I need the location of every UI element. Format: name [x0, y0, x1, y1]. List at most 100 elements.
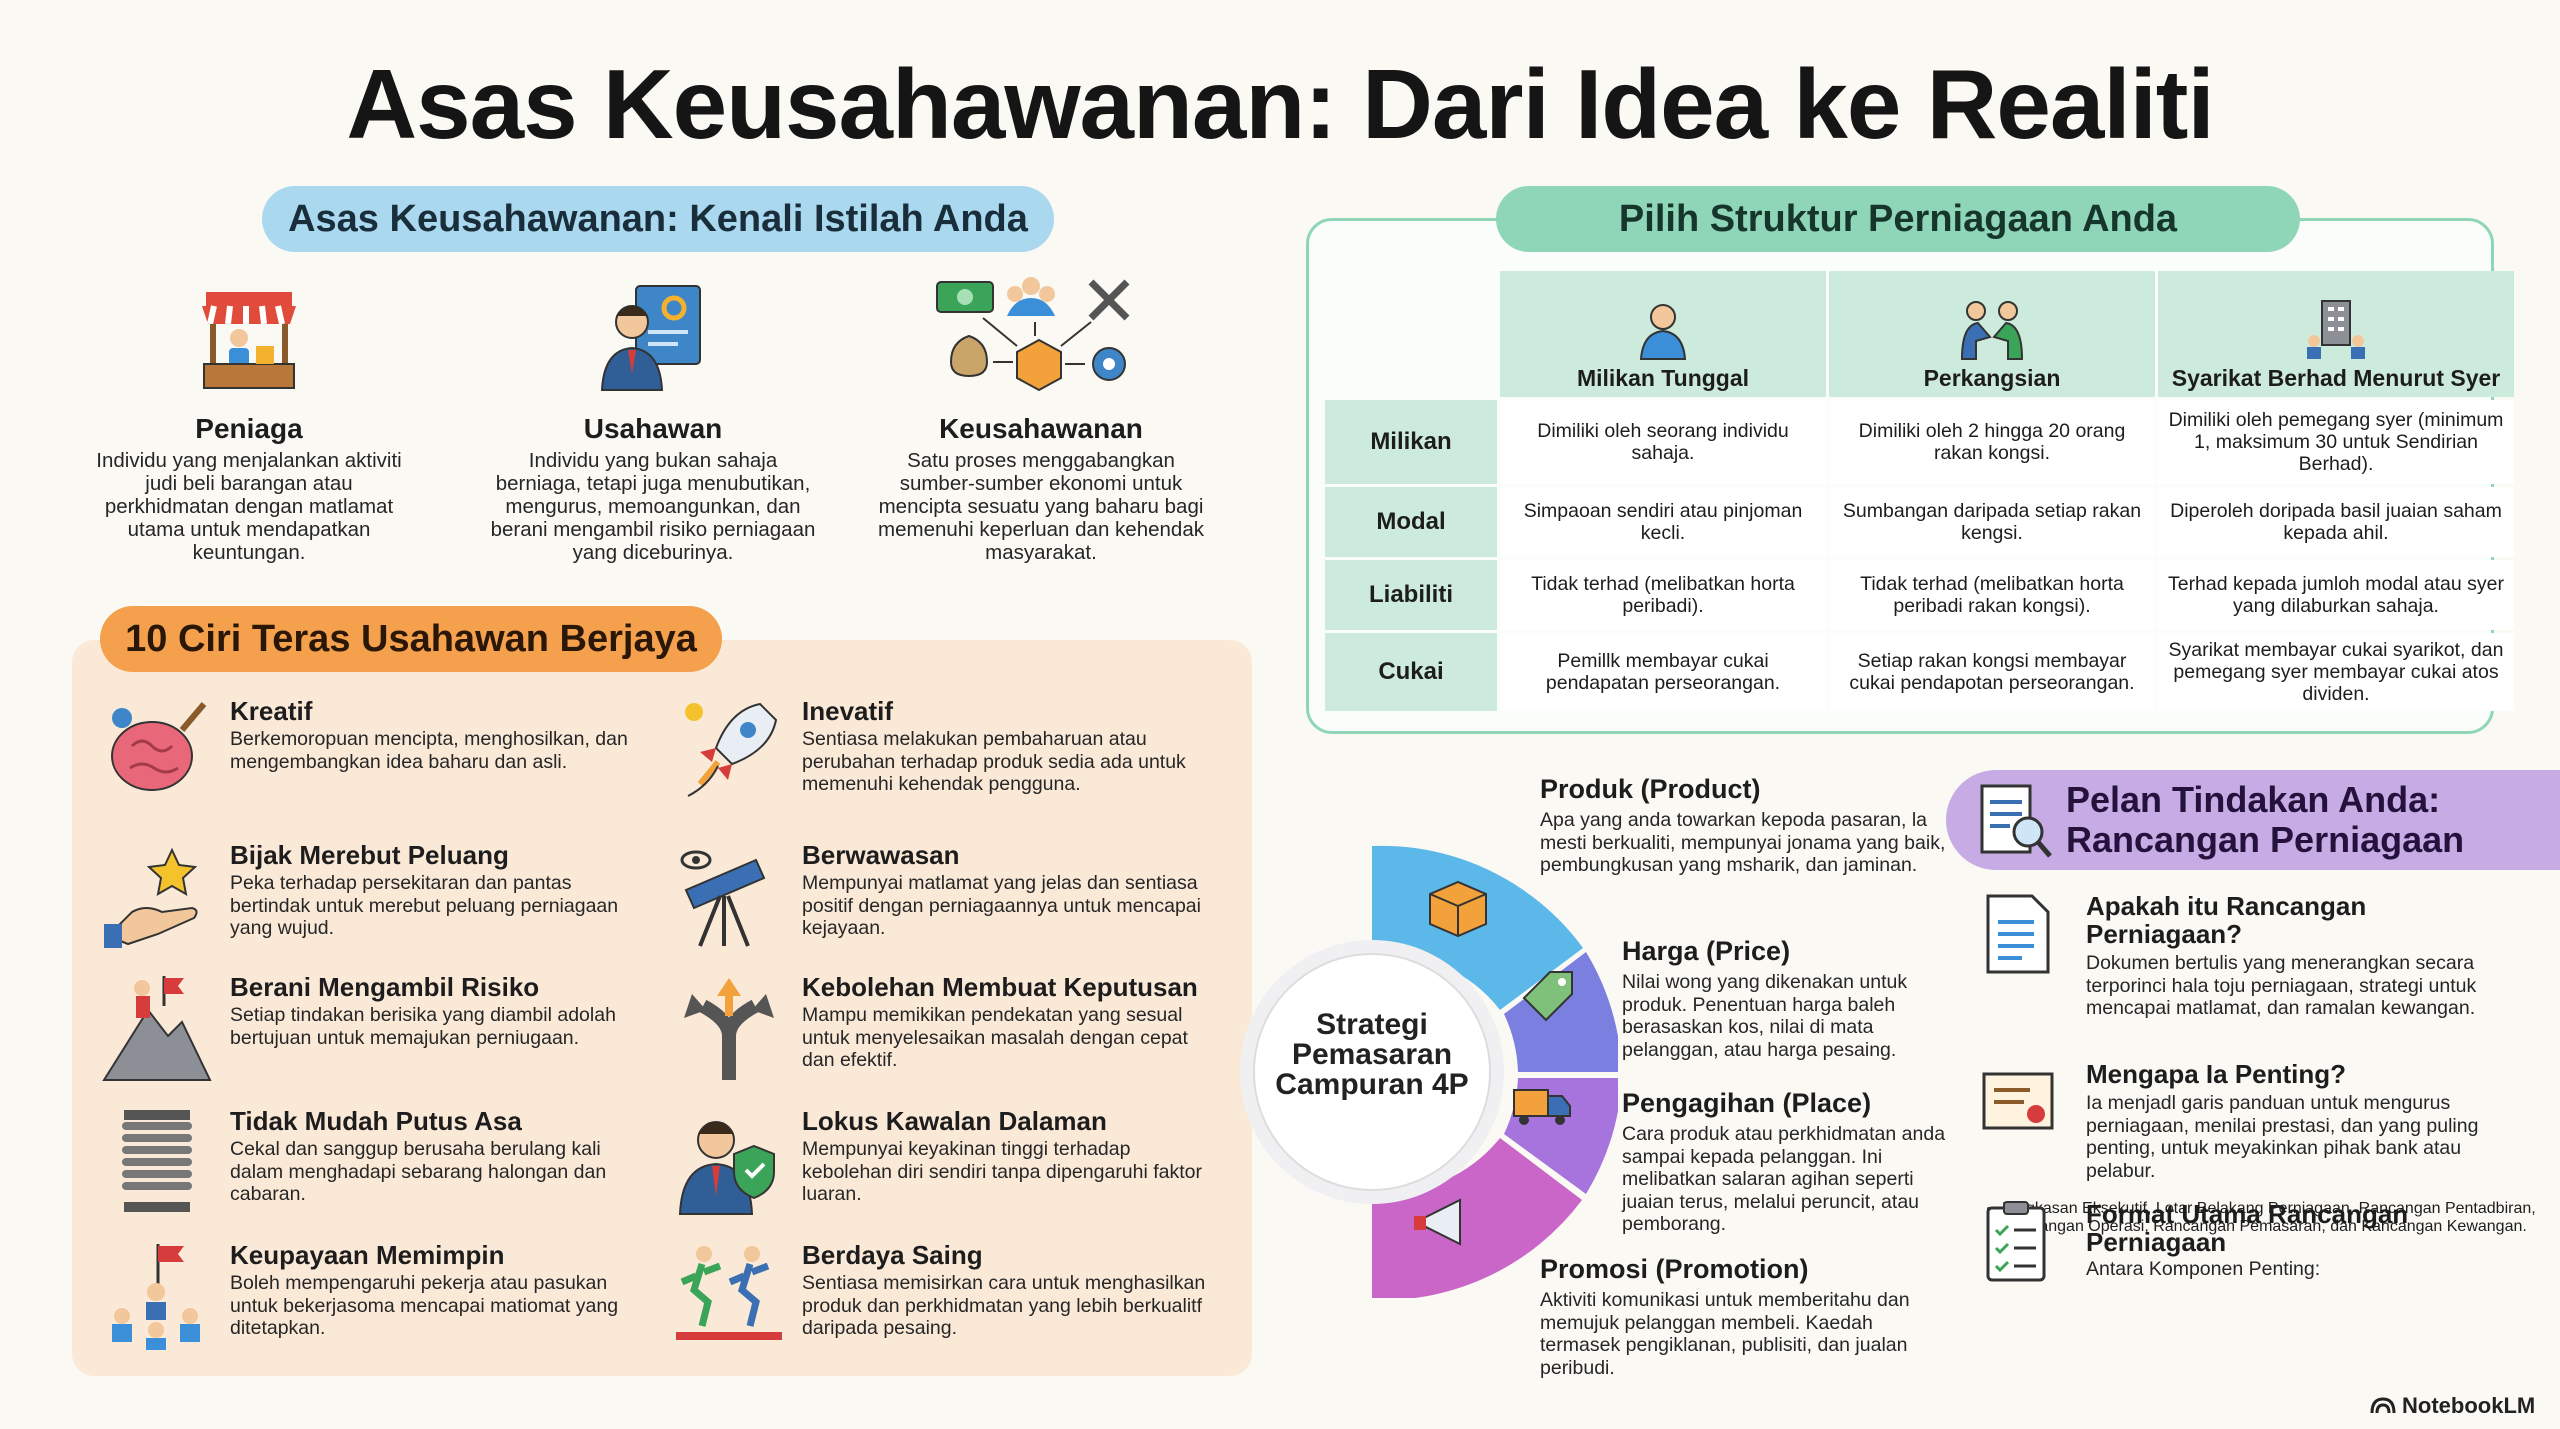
hand-star-icon	[104, 847, 198, 948]
table-cell: Setiap rakan kongsi membayar cukai penda…	[1829, 633, 2155, 711]
table-cell: Dimiliki oleh pemegang syer (minimum 1, …	[2158, 400, 2514, 484]
segment-promotion	[1372, 1138, 1582, 1298]
mix-desc: Apa yang anda towarkan kepoda pasaran, l…	[1540, 809, 1946, 876]
mix-name: Pengagihan (Place)	[1622, 1088, 1872, 1118]
trait-desc: Setiap tindakan berisika yang diambil ad…	[230, 1004, 616, 1049]
fork-arrows-icon	[684, 978, 774, 1080]
plan-item: Format Utama Rancangan Perniagaan Antara…	[1980, 1200, 2540, 1380]
person-icon	[1639, 304, 1687, 360]
table-cell: Syarikat membayar cukai syarikot, dan pe…	[2158, 633, 2514, 711]
column-header: Perkangsian	[1829, 271, 2155, 397]
terms-heading: Asas Keusahawanan: Kenali Istilah Anda	[262, 186, 1054, 252]
trait-name: Bijak Merebut Peluang	[230, 840, 509, 870]
term-name: Usahawan	[583, 413, 723, 444]
traits-panel	[72, 640, 1252, 1376]
mix-desc: Aktiviti komunikasi untuk memberitahu da…	[1540, 1289, 1910, 1379]
column-label: Milikan Tunggal	[1576, 365, 1750, 391]
brain-paintbrush-icon	[111, 702, 207, 791]
term-name: Peniaga	[195, 413, 303, 444]
trait-name: Tidak Mudah Putus Asa	[230, 1106, 522, 1136]
spring-icon	[122, 1110, 192, 1212]
trait-desc: Sentiasa memisirkan cara untuk menghasil…	[802, 1272, 1206, 1339]
row-header: Modal	[1325, 487, 1497, 557]
trait-item: Lokus Kawalan Dalaman Mempunyai keyakina…	[674, 1106, 1214, 1226]
table-cell: Diperoleh doripada basil juaian saham ke…	[2158, 487, 2514, 557]
trait-name: Berdaya Saing	[802, 1240, 983, 1270]
mix-desc: Cara produk atau perkhidmatan anda sampa…	[1622, 1123, 1946, 1235]
structure-table: Milikan Tunggal Perkangsian Syarikat Ber…	[1322, 268, 2517, 714]
plan-item-desc: Dokumen bertulis yang menerangkan secara…	[2086, 952, 2477, 1019]
runners-race-icon	[676, 1246, 782, 1340]
mix-name: Promosi (Promotion)	[1540, 1254, 1809, 1284]
company-building-icon	[2307, 300, 2365, 359]
leader-flag-icon	[112, 1244, 200, 1350]
table-cell: Dimiliki oleh 2 hingga 20 orang rakan ko…	[1829, 400, 2155, 484]
table-corner	[1325, 271, 1497, 397]
trait-desc: Mempunyai keyakinan tinggi terhadap kebo…	[802, 1138, 1203, 1205]
trait-item: Berdaya Saing Sentiasa memisirkan cara u…	[674, 1240, 1214, 1360]
plan-bullet-list: Ringkasan Eksekutif, Lotar Belakang Pern…	[1980, 1200, 2540, 1236]
trait-item: Bijak Merebut Peluang Peka terhadap pers…	[102, 840, 642, 960]
page-title: Asas Keusahawanan: Dari Idea ke Realiti	[346, 49, 2214, 159]
column-header: Syarikat Berhad Menurut Syer	[2158, 271, 2514, 397]
handshake-icon	[1960, 301, 2024, 360]
mix-name: Harga (Price)	[1622, 936, 1791, 966]
term-desc: Individu yang bukan sahaja berniaga, tet…	[490, 449, 816, 564]
document-magnifier-icon	[1980, 784, 2052, 858]
plan-item-name: Mengapa Ia Penting?	[2086, 1059, 2347, 1089]
column-header: Milikan Tunggal	[1500, 271, 1826, 397]
mix-price: Harga (Price) Nilai wong yang dikenakan …	[1622, 936, 1962, 1061]
trait-name: Lokus Kawalan Dalaman	[802, 1106, 1107, 1136]
table-cell: Tidak terhad (melibatkan horta peribadi …	[1829, 560, 2155, 630]
plan-item-desc: Ia menjadl garis panduan untuk mengurus …	[2086, 1092, 2479, 1182]
plan-item-desc: Antara Komponen Penting:	[2086, 1258, 2526, 1281]
segment-price	[1504, 952, 1618, 1072]
row-header: Liabiliti	[1325, 560, 1497, 630]
mix-promotion: Promosi (Promotion) Aktiviti komunikasi …	[1540, 1254, 1940, 1379]
market-stall-icon	[202, 292, 296, 389]
trait-desc: Berkemoropuan mencipta, menghosilkan, da…	[230, 728, 628, 773]
checklist-icon	[1986, 1201, 2046, 1282]
trait-desc: Sentiasa melakukan pembaharuan atau peru…	[802, 728, 1186, 795]
box-icon	[1429, 880, 1487, 938]
table-cell: Dimiliki oleh seorang individu sahaja.	[1500, 400, 1826, 484]
table-cell: Terhad kepada jumloh modal atau syer yan…	[2158, 560, 2514, 630]
mix-name: Produk (Product)	[1540, 774, 1761, 804]
trait-item: Keupayaan Memimpin Boleh mempengaruhi pe…	[102, 1240, 642, 1360]
rocket-bulb-icon	[685, 702, 778, 797]
table-cell: Sumbangan daripada setiap rakan kengsi.	[1829, 487, 2155, 557]
mix-desc: Nilai wong yang dikenakan untuk produk. …	[1622, 971, 1908, 1061]
term-desc: Individu yang menjalankan aktiviti judi …	[96, 449, 402, 564]
document-icon	[1986, 894, 2050, 974]
certificate-icon	[1982, 1072, 2054, 1130]
trait-item: Kebolehan Membuat Keputusan Mampu memiki…	[674, 972, 1214, 1092]
brand-logo: NotebookLM	[2370, 1393, 2535, 1419]
trait-desc: Mampu memikikan pendekatan yang sesual u…	[802, 1004, 1188, 1071]
trait-desc: Cekal dan sanggup berusaha berulang kali…	[230, 1138, 607, 1205]
plan-item-name: Format Utama Rancangan Perniagaan	[2086, 1199, 2409, 1257]
term-name: Keusahawanan	[939, 413, 1143, 444]
plan-bullet: Ringkasan Eksekutif, Lotar Belakang Pern…	[2002, 1200, 2540, 1236]
price-tag-icon	[1522, 971, 1573, 1022]
trait-name: Kebolehan Membuat Keputusan	[802, 972, 1198, 1002]
businessman-plan-icon	[600, 285, 701, 391]
term-peniaga: Peniaga Individu yang menjalankan aktivi…	[84, 272, 414, 564]
plan-item-name: Apakah itu Rancangan Perniagaan?	[2086, 891, 2367, 949]
person-shield-icon	[678, 1121, 775, 1215]
trait-item: Berwawasan Mempunyai matlamat yang jelas…	[674, 840, 1214, 960]
term-desc: Satu proses menggabangkan sumber-sumber …	[878, 449, 1204, 564]
row-header: Cukai	[1325, 633, 1497, 711]
trait-name: Kreatif	[230, 696, 313, 726]
trait-item: Berani Mengambil Risiko Setiap tindakan …	[102, 972, 642, 1092]
mix-product: Produk (Product) Apa yang anda towarkan …	[1540, 774, 1960, 877]
plan-item: Mengapa Ia Penting? Ia menjadl garis pan…	[1980, 1060, 2540, 1190]
table-cell: Pemillk membayar cukai pendapatan perseo…	[1500, 633, 1826, 711]
trait-name: Berwawasan	[802, 840, 960, 870]
trait-item: Kreatif Berkemoropuan mencipta, menghosi…	[102, 696, 642, 816]
trait-name: Keupayaan Memimpin	[230, 1240, 505, 1270]
table-cell: Tidak terhad (melibatkan horta peribadi)…	[1500, 560, 1826, 630]
marketing-mix-wheel	[1240, 845, 1618, 1298]
resources-process-icon	[936, 277, 1130, 392]
notebooklm-logo-icon	[2370, 1397, 2396, 1414]
megaphone-icon	[1414, 1198, 1461, 1246]
